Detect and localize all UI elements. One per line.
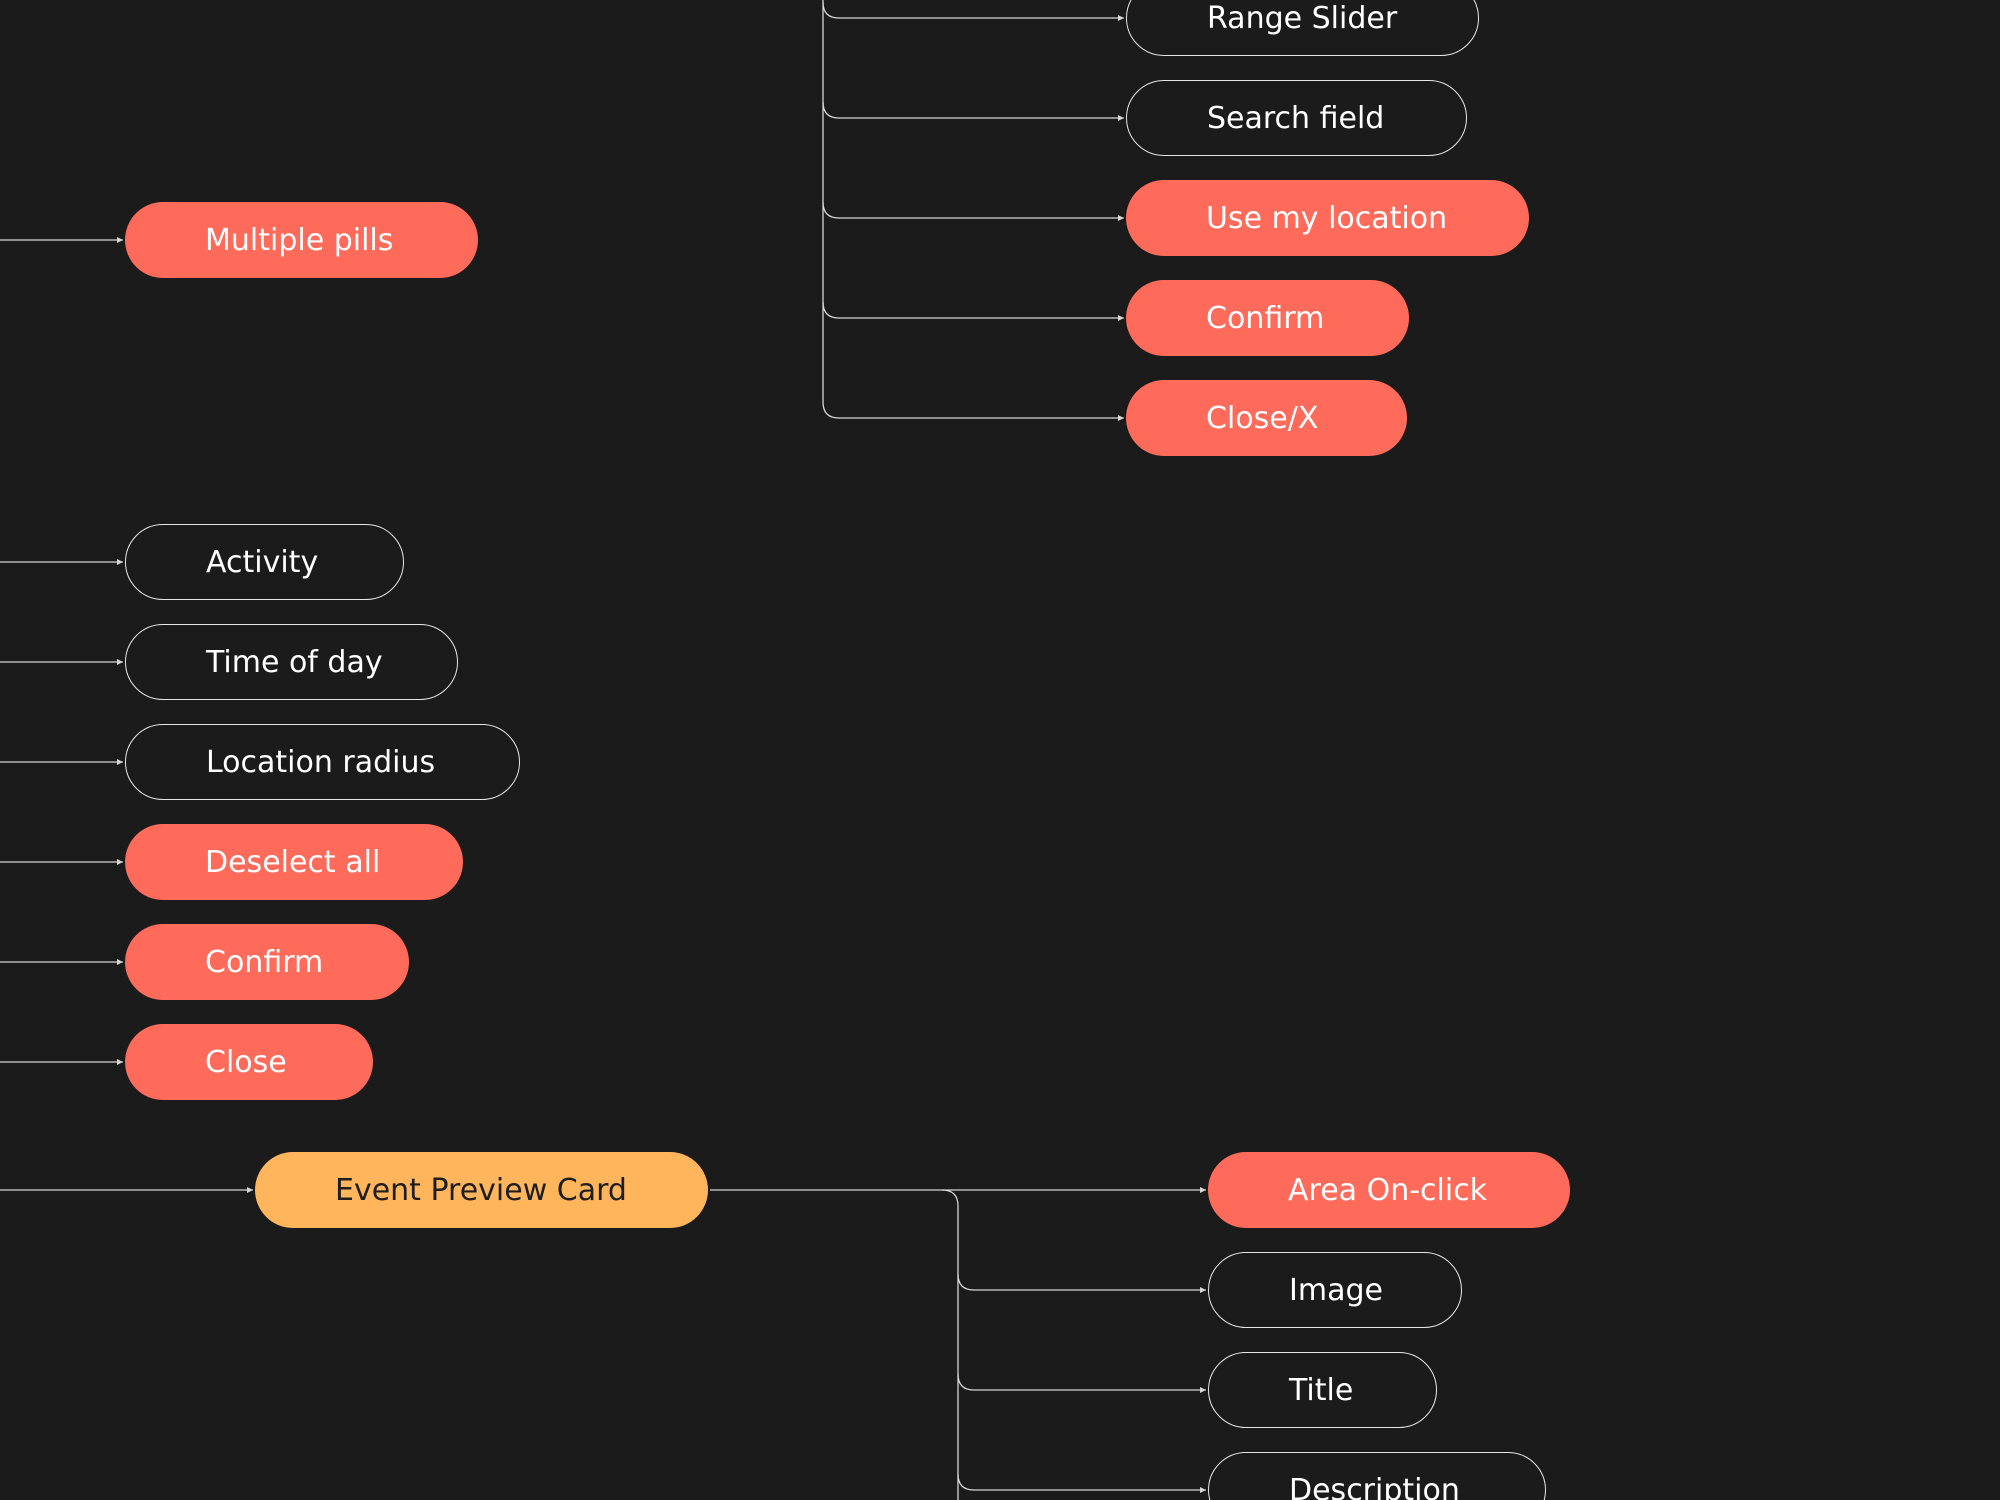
- node-area-on-click[interactable]: Area On-click: [1208, 1152, 1570, 1228]
- connector-arrow: [247, 1187, 253, 1193]
- node-time-of-day[interactable]: Time of day: [125, 624, 458, 700]
- node-location-radius[interactable]: Location radius: [125, 724, 520, 800]
- connector-arrow: [117, 659, 123, 665]
- connector-arrow: [1200, 1387, 1206, 1393]
- connector-trunk-event: [941, 1189, 959, 1500]
- node-confirm-location[interactable]: Confirm: [1126, 280, 1409, 356]
- connector-branch: [822, 1, 1124, 19]
- connector-arrow: [117, 237, 123, 243]
- connector-arrow: [117, 559, 123, 565]
- node-event-preview-card[interactable]: Event Preview Card: [255, 1152, 708, 1228]
- node-close[interactable]: Close: [125, 1024, 373, 1100]
- connector-branch: [822, 401, 1124, 419]
- node-confirm-filters[interactable]: Confirm: [125, 924, 409, 1000]
- connector-arrow: [1200, 1487, 1206, 1493]
- connector-arrow: [1118, 315, 1124, 321]
- node-activity[interactable]: Activity: [125, 524, 404, 600]
- node-image[interactable]: Image: [1208, 1252, 1462, 1328]
- connector-arrow: [1118, 15, 1124, 21]
- connector-arrow: [117, 859, 123, 865]
- connector-branch: [822, 201, 1124, 219]
- connector-arrow: [117, 759, 123, 765]
- node-title[interactable]: Title: [1208, 1352, 1437, 1428]
- node-search-field[interactable]: Search field: [1126, 80, 1467, 156]
- node-deselect-all[interactable]: Deselect all: [125, 824, 463, 900]
- node-use-my-location[interactable]: Use my location: [1126, 180, 1529, 256]
- node-multiple-pills[interactable]: Multiple pills: [125, 202, 478, 278]
- node-close-x[interactable]: Close/X: [1126, 380, 1407, 456]
- connector-branch: [957, 1373, 1206, 1391]
- connector-arrow: [1200, 1187, 1206, 1193]
- connector-arrow: [1118, 115, 1124, 121]
- connector-arrow: [1118, 215, 1124, 221]
- connector-branch: [957, 1273, 1206, 1291]
- connector-branch: [822, 101, 1124, 119]
- connector-branch: [957, 1473, 1206, 1491]
- connector-arrow: [117, 959, 123, 965]
- node-range-slider[interactable]: Range Slider: [1126, 0, 1479, 56]
- connector-arrow: [1200, 1287, 1206, 1293]
- connector-arrow: [1118, 415, 1124, 421]
- connector-arrow: [117, 1059, 123, 1065]
- connector-branch: [822, 301, 1124, 319]
- node-description[interactable]: Description: [1208, 1452, 1546, 1500]
